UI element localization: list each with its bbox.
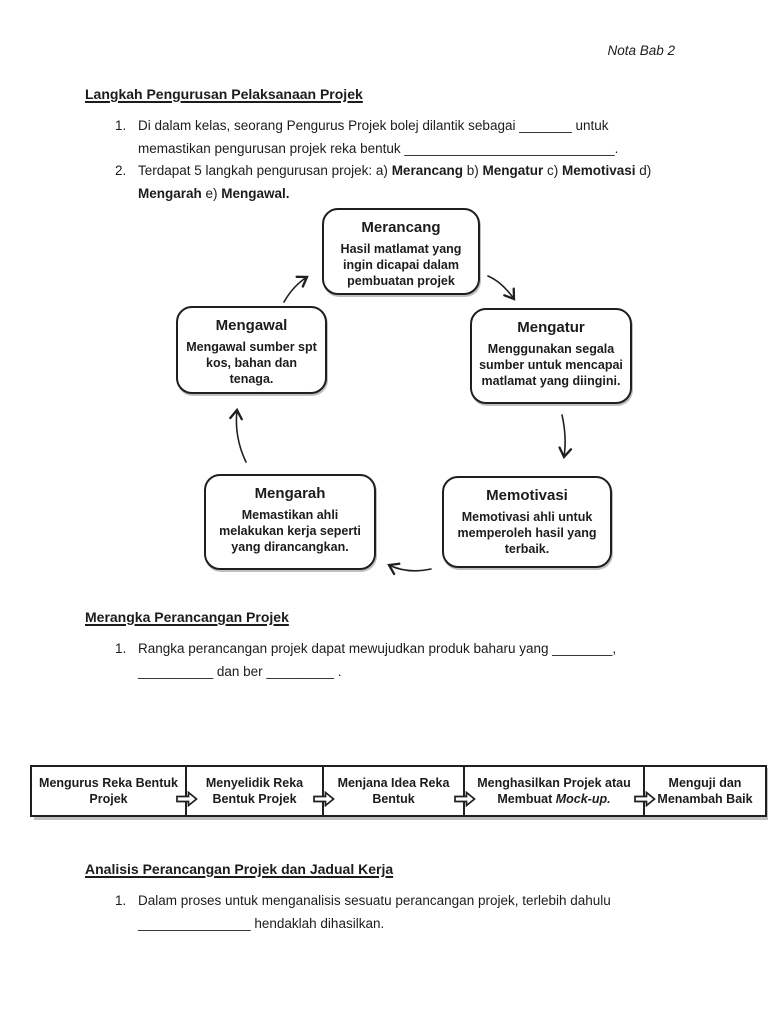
numbered-list: 1. Dalam proses untuk menganalisis sesua… [85,890,691,935]
process-step: Menyelidik Reka Bentuk Projek [187,767,324,815]
list-item: 1. Di dalam kelas, seorang Pengurus Proj… [85,115,691,160]
list-item-text: Dalam proses untuk menganalisis sesuatu … [138,893,611,931]
list-item: 2. Terdapat 5 langkah pengurusan projek:… [85,160,691,205]
list-item-text: Rangka perancangan projek dapat mewujudk… [138,641,617,679]
list-item: 1. Dalam proses untuk menganalisis sesua… [85,890,691,935]
section-langkah: Langkah Pengurusan Pelaksanaan Projek 1.… [85,85,691,205]
list-item-number: 1. [115,118,127,133]
node-title: Memotivasi [486,487,568,504]
node-title: Mengarah [254,485,326,502]
block-arrow-icon [176,791,198,807]
block-arrow-icon [313,791,335,807]
arrow-memotivasi-to-mengarah [387,562,432,576]
cycle-arrows [229,275,573,576]
process-step: Menjana Idea Reka Bentuk [324,767,465,815]
numbered-list: 1. Di dalam kelas, seorang Pengurus Proj… [85,115,691,205]
node-title: Mengatur [517,319,585,336]
numbered-list: 1. Rangka perancangan projek dapat mewuj… [85,638,691,683]
arrow-mengatur-to-memotivasi [558,414,573,460]
node-title: Mengawal [215,317,288,334]
list-item-number: 2. [115,163,127,178]
process-step: Menguji dan Menambah Baik [657,776,753,806]
arrow-mengawal-to-merancang [283,275,309,303]
section-merangka: Merangka Perancangan Projek 1. Rangka pe… [85,608,691,683]
process-step: Mengurus Reka Bentuk Projek [32,767,187,815]
section-heading: Merangka Perancangan Projek [85,609,289,625]
list-item-number: 1. [115,641,127,656]
node-title: Merancang [361,219,441,236]
section-analisis: Analisis Perancangan Projek dan Jadual K… [85,860,691,935]
page-header-note: Nota Bab 2 [607,43,675,58]
list-item: 1. Rangka perancangan projek dapat mewuj… [85,638,691,683]
arrow-mengarah-to-mengawal [229,407,247,463]
arrow-merancang-to-mengatur [487,275,516,301]
section-heading: Langkah Pengurusan Pelaksanaan Projek [85,86,363,102]
block-arrow-icon [454,791,476,807]
process-step: Menghasilkan Projek atau Membuat Mock-up… [465,767,645,815]
block-arrow-icon [634,791,656,807]
list-item-number: 1. [115,893,127,908]
process-flow-table: Mengurus Reka Bentuk Projek Menyelidik R… [30,765,767,817]
section-heading: Analisis Perancangan Projek dan Jadual K… [85,861,394,877]
list-item-text: Di dalam kelas, seorang Pengurus Projek … [138,118,619,156]
list-item-text: Terdapat 5 langkah pengurusan projek: a)… [138,163,652,201]
